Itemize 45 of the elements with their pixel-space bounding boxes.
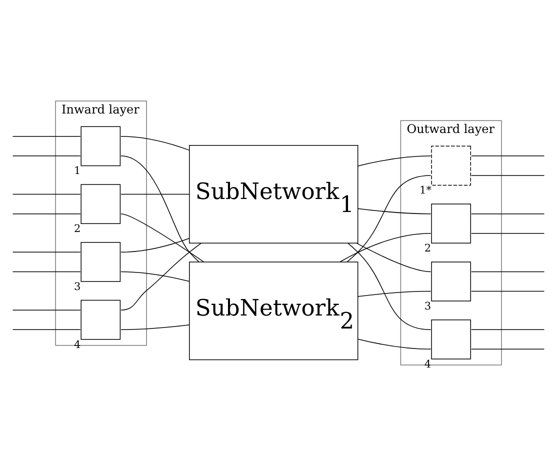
connector [346,174,432,262]
connector [471,174,545,176]
node-label: 1 [74,164,81,177]
connector [471,348,545,350]
node-box [80,242,121,282]
node-box [80,184,121,224]
connector [471,212,545,214]
connector [356,242,432,272]
connector [358,290,432,296]
connector [120,193,190,194]
node-box [431,145,471,186]
connector [12,328,81,330]
connector [120,242,202,310]
connector [120,136,190,150]
connector [471,155,545,156]
connector [358,155,432,166]
node-box [431,203,471,244]
node-label: 2 [424,242,432,254]
node-label: 2 [74,222,81,235]
connector [358,208,432,214]
connector [120,212,204,262]
connector [12,270,81,272]
connector [471,328,545,330]
node-box [80,126,121,166]
connector [12,155,81,156]
connector [12,193,81,194]
connector [348,242,432,330]
connector [12,212,81,214]
connector [471,290,545,292]
node-label: 3 [424,300,432,312]
node-box [431,261,471,301]
connector [120,155,200,262]
connector [120,238,190,252]
connector [471,270,545,272]
connector [120,270,190,282]
node-box [431,318,471,359]
connector [358,338,432,350]
connector [12,309,81,310]
node-box [80,299,121,340]
node-label: 3 [74,280,81,292]
node-label: 1* [420,184,432,196]
connector [471,232,545,234]
connector [120,324,190,330]
connector [340,232,432,262]
connector [12,251,81,252]
